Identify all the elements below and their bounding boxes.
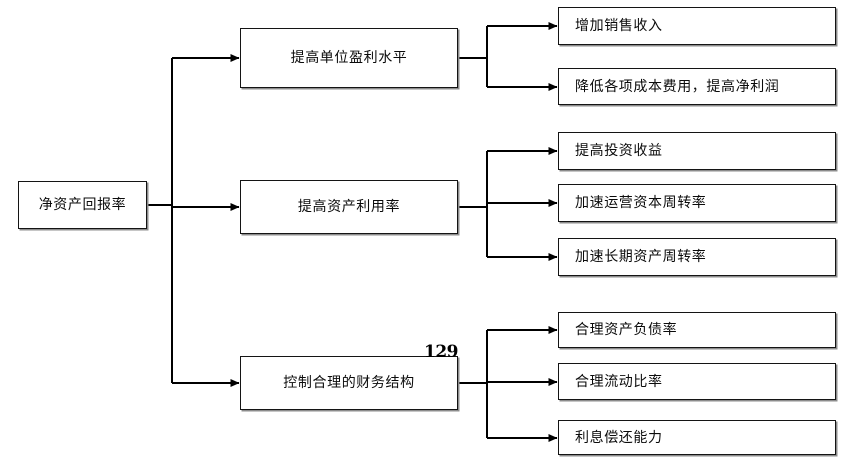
node-level3-6-label: 合理流动比率 [575, 373, 663, 390]
node-level3-1[interactable]: 降低各项成本费用，提高净利润 [558, 68, 836, 105]
node-level3-4[interactable]: 加速长期资产周转率 [558, 238, 836, 276]
node-level2-0[interactable]: 提高单位盈利水平 [240, 28, 458, 88]
node-level3-5-label: 合理资产负债率 [575, 322, 678, 338]
node-root[interactable]: 净资产回报率 [18, 181, 147, 229]
node-level3-0-label: 增加销售收入 [575, 18, 663, 34]
node-level2-2[interactable]: 控制合理的财务结构 [240, 356, 458, 410]
node-level3-4-label: 加速长期资产周转率 [575, 249, 707, 265]
node-level2-0-label: 提高单位盈利水平 [290, 50, 408, 66]
node-level2-2-label: 控制合理的财务结构 [283, 375, 415, 391]
node-level3-1-label: 降低各项成本费用，提高净利润 [575, 78, 780, 95]
page-number: 129 [424, 342, 459, 362]
node-level3-3-label: 加速运营资本周转率 [575, 195, 707, 211]
node-level3-7-label: 利息偿还能力 [575, 429, 663, 446]
node-level3-2[interactable]: 提高投资收益 [558, 132, 836, 170]
node-level3-2-label: 提高投资收益 [575, 143, 663, 159]
node-level3-6[interactable]: 合理流动比率 [558, 363, 836, 400]
node-level3-7[interactable]: 利息偿还能力 [558, 420, 836, 455]
node-root-label: 净资产回报率 [38, 197, 127, 213]
node-level3-3[interactable]: 加速运营资本周转率 [558, 184, 836, 222]
node-level3-0[interactable]: 增加销售收入 [558, 7, 836, 45]
node-level2-1[interactable]: 提高资产利用率 [240, 180, 458, 234]
node-level2-1-label: 提高资产利用率 [297, 199, 401, 215]
node-level3-5[interactable]: 合理资产负债率 [558, 312, 836, 348]
